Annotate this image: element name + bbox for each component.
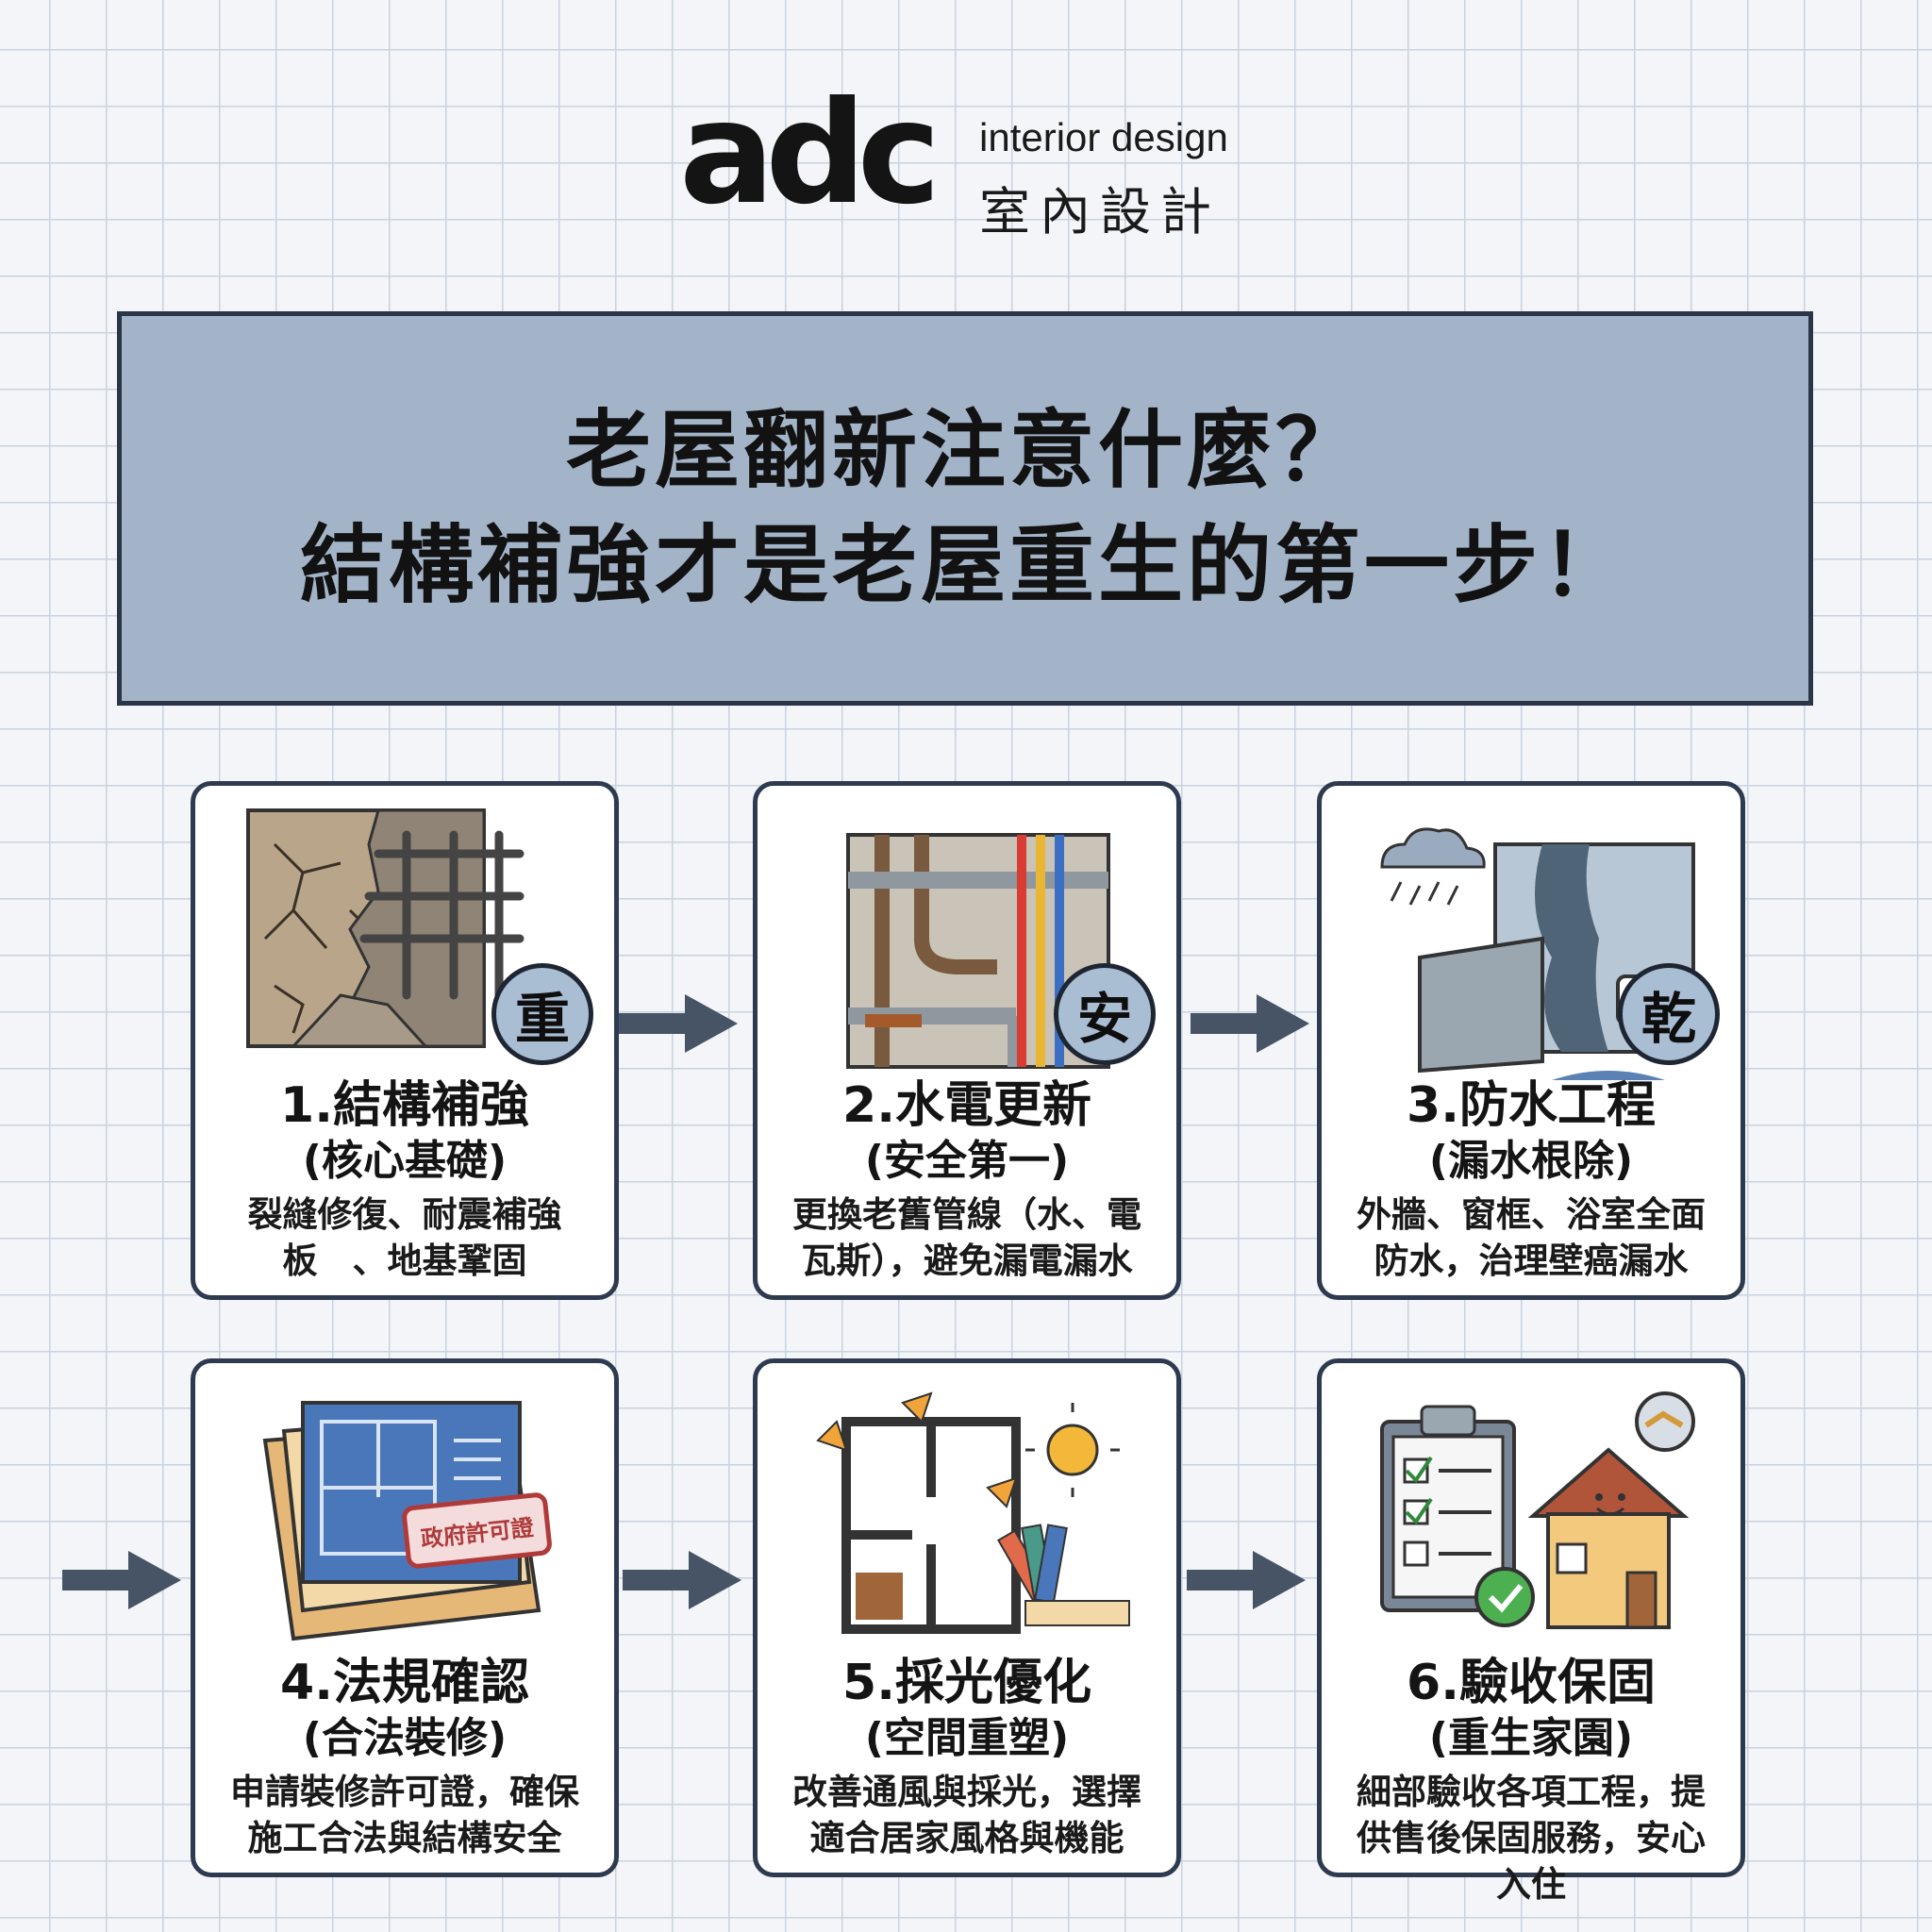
step-description: 申請裝修許可證，確保施工合法與結構安全 <box>230 1772 579 1858</box>
step-title: 6.驗收保固 <box>1407 1655 1656 1711</box>
checklist-house-icon <box>1380 1391 1695 1629</box>
logo-tagline-en: interior design <box>979 115 1228 159</box>
step-title: 4.法規確認 <box>280 1655 529 1711</box>
step-subtitle: (安全第一) <box>864 1137 1070 1186</box>
step-title: 3.防水工程 <box>1407 1077 1656 1134</box>
step-description: 裂縫修復、耐震補強板 、地基鞏固 <box>247 1194 562 1281</box>
banner-title-line1: 老屋翻新注意什麼？ <box>566 400 1364 500</box>
step-title: 2.水電更新 <box>842 1077 1091 1134</box>
logo-mark: adc <box>679 72 941 236</box>
step-card-1: 重 1.結構補強 (核心基礎) 裂縫修復、耐震補強板 、地基鞏固 <box>191 781 619 1300</box>
badge-zhong: 重 <box>491 963 593 1065</box>
arrow-right-icon <box>619 994 738 1053</box>
cracked-wall-rebar-icon <box>246 808 525 1048</box>
step-subtitle: (空間重塑) <box>864 1714 1070 1763</box>
step-subtitle: (重生家園) <box>1428 1714 1634 1763</box>
step-title: 5.採光優化 <box>842 1655 1091 1711</box>
step-description: 更換老舊管線（水、電瓦斯），避免漏電漏水 <box>792 1194 1141 1281</box>
step-subtitle: (漏水根除) <box>1428 1137 1634 1186</box>
pipes-wires-icon <box>846 833 1110 1069</box>
step-subtitle: (合法裝修) <box>302 1714 508 1763</box>
brand-logo: adc interior design 室內設計 <box>679 83 1264 243</box>
banner-title-line2: 結構補強才是老屋重生的第一步！ <box>300 516 1630 615</box>
step-card-6: 6.驗收保固 (重生家園) 細部驗收各項工程，提供售後保固服務，安心入住 <box>1317 1358 1745 1905</box>
logo-tagline-zh: 室內設計 <box>979 182 1221 242</box>
step-card-2: 安 2.水電更新 (安全第一) 更換老舊管線（水、電瓦斯），避免漏電漏水 <box>753 781 1181 1300</box>
step-description: 細部驗收各項工程，提供售後保固服務，安心入住 <box>1357 1772 1706 1905</box>
step-description: 改善通風與採光，選擇適合居家風格與機能 <box>792 1772 1141 1858</box>
blueprint-permit-icon: 政府許可證 <box>262 1401 552 1641</box>
title-banner: 老屋翻新注意什麼？ 結構補強才是老屋重生的第一步！ <box>117 311 1813 706</box>
step-description: 外牆、窗框、浴室全面防水，治理壁癌漏水 <box>1357 1194 1706 1281</box>
floorplan-sun-icon <box>816 1391 1130 1634</box>
step-subtitle: (核心基礎) <box>302 1137 508 1186</box>
arrow-right-icon <box>1187 1551 1306 1609</box>
step-card-4: 政府許可證 4.法規確認 (合法裝修) 申請裝修許可證，確保施工合法與結構安全 <box>191 1358 619 1877</box>
step-card-3: 乾 3.防水工程 (漏水根除) 外牆、窗框、浴室全面防水，治理壁癌漏水 <box>1317 781 1745 1300</box>
step-title: 1.結構補強 <box>280 1077 529 1134</box>
badge-an: 安 <box>1054 963 1156 1065</box>
arrow-right-icon <box>62 1551 181 1609</box>
arrow-right-icon <box>1191 994 1309 1053</box>
badge-qian: 乾 <box>1618 963 1720 1065</box>
arrow-right-icon <box>623 1551 741 1609</box>
step-card-5: 5.採光優化 (空間重塑) 改善通風與採光，選擇適合居家風格與機能 <box>753 1358 1181 1877</box>
